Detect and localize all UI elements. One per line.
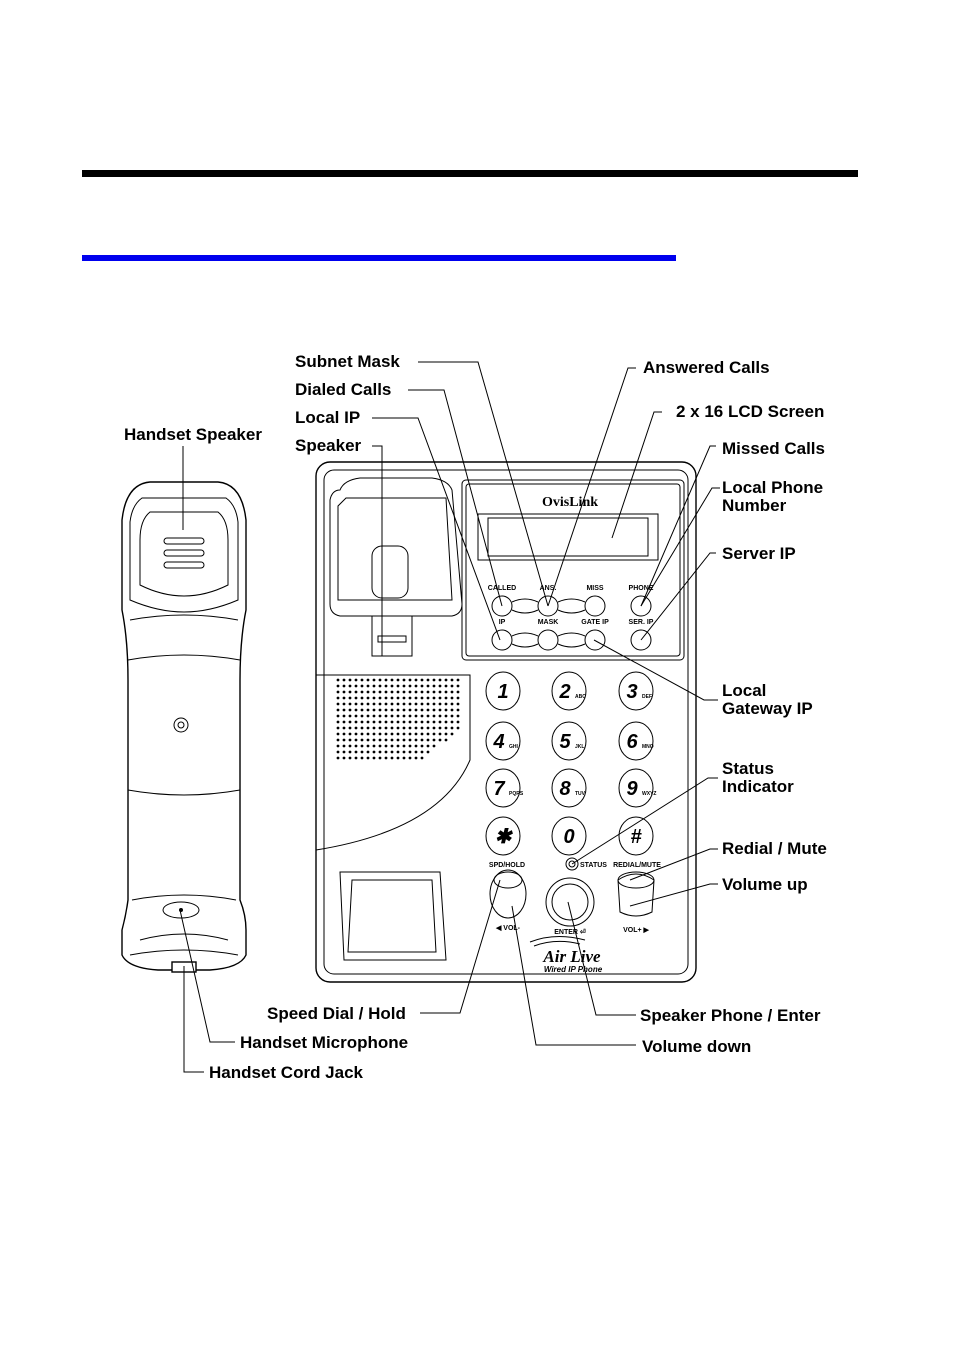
fn-button-phone[interactable] [630,595,652,617]
label-local-ip: Local IP [295,408,360,427]
key-11[interactable] [551,816,587,856]
label-dialed-calls: Dialed Calls [295,380,391,399]
fn-label-miss: MISS [586,585,603,592]
fn-button-ip[interactable] [491,629,513,651]
label-handset-speaker: Handset Speaker [124,425,262,444]
handset-microphone-hole [162,901,200,919]
key-letters: MNO [642,744,654,750]
key-digit: # [630,826,642,848]
fn-label-phone: PHONE [629,585,654,592]
key-9[interactable] [618,768,654,808]
key-letters: TUV [575,791,586,797]
key-letters: ABC [575,694,586,700]
lcd-screen [477,513,659,561]
handset-screw [173,717,189,733]
vol-down-label: ◀ VOL- [495,925,521,932]
label-handset-cord-jack: Handset Cord Jack [209,1063,364,1082]
label-local-phone-number-1: Local Phone [722,478,823,497]
key-digit: 7 [493,778,505,800]
label-answered-calls: Answered Calls [643,358,770,377]
fn-label-ser-ip: SER. IP [629,619,654,626]
fn-button-ser-ip[interactable] [630,629,652,651]
label-subnet-mask: Subnet Mask [295,352,400,371]
key-digit: 8 [559,778,571,800]
label-server-ip: Server IP [722,544,796,563]
handset-speaker-grille [163,537,205,569]
status-indicator-led [565,857,579,871]
spd-hold-label: SPD/HOLD [489,862,525,869]
fn-button-mask[interactable] [537,629,559,651]
key-1[interactable] [485,671,521,711]
speaker-phone-enter-button[interactable] [545,877,595,927]
fn-button-gate-ip[interactable] [584,629,606,651]
section-rule-blue [82,255,676,261]
label-missed-calls: Missed Calls [722,439,825,458]
label-redial-mute: Redial / Mute [722,839,827,858]
section-rule-black [82,170,858,177]
fn-button-ans[interactable] [537,595,559,617]
display-panel [461,479,685,661]
key-10[interactable] [485,816,521,856]
label-volume-down: Volume down [642,1037,751,1056]
fn-button-called[interactable] [491,595,513,617]
callout-labels: Subnet Mask Dialed Calls Local IP Speake… [124,352,827,1082]
handset [121,481,247,973]
key-3[interactable] [618,671,654,711]
key-digit: 9 [626,778,638,800]
callout-lines [179,361,720,1073]
spd-hold-button[interactable] [489,869,527,919]
fn-label-gate-ip: GATE IP [581,619,609,626]
label-local-gateway-ip-1: Local [722,681,766,700]
key-7[interactable] [485,768,521,808]
key-8[interactable] [551,768,587,808]
vol-up-label: VOL+ ▶ [623,927,649,934]
airlive-logo: Air Live [542,947,601,966]
key-digit: 4 [492,731,504,753]
fn-label-ans: ANS. [540,585,557,592]
enter-label: ENTER ⏎ [554,928,586,936]
key-digit: 2 [558,681,570,703]
label-status-indicator-1: Status [722,759,774,778]
brand-label: OvisLink [542,495,598,510]
label-handset-microphone: Handset Microphone [240,1033,408,1052]
status-label: STATUS [580,862,607,869]
key-digit: 3 [626,681,637,703]
key-letters: GHI [509,744,519,750]
airlive-logo-sub: Wired IP Phone [544,965,603,974]
label-status-indicator-2: Indicator [722,777,794,796]
redial-mute-label: REDIAL/MUTE [613,862,661,869]
label-speaker: Speaker [295,436,362,455]
key-letters: PQRS [509,791,524,797]
label-speed-dial-hold: Speed Dial / Hold [267,1004,406,1023]
key-digit: 1 [497,681,508,703]
fn-button-miss[interactable] [584,595,606,617]
key-letters: DEF [642,694,652,700]
label-speaker-phone-enter: Speaker Phone / Enter [640,1006,821,1025]
redial-mute-button[interactable] [617,873,655,917]
fn-label-mask: MASK [538,619,559,626]
key-5[interactable] [551,721,587,761]
key-2[interactable] [551,671,587,711]
fn-label-ip: IP [499,619,506,626]
key-letters: JKL [575,744,584,750]
key-digit: 5 [559,731,571,753]
key-12[interactable] [618,816,654,856]
label-local-phone-number-2: Number [722,496,787,515]
label-volume-up: Volume up [722,875,808,894]
label-local-gateway-ip-2: Gateway IP [722,699,813,718]
key-6[interactable] [618,721,654,761]
label-lcd-screen: 2 x 16 LCD Screen [676,402,824,421]
key-digit: 6 [626,731,638,753]
key-letters: WXYZ [642,791,656,797]
speaker-grille [336,678,460,760]
phone-base: OvisLink CALLED ANS. MISS PHONE IP MASK GATE I… [315,461,697,983]
fn-label-called: CALLED [488,585,516,592]
key-4[interactable] [485,721,521,761]
key-digit: 0 [563,826,574,848]
key-digit: ✱ [495,826,514,848]
